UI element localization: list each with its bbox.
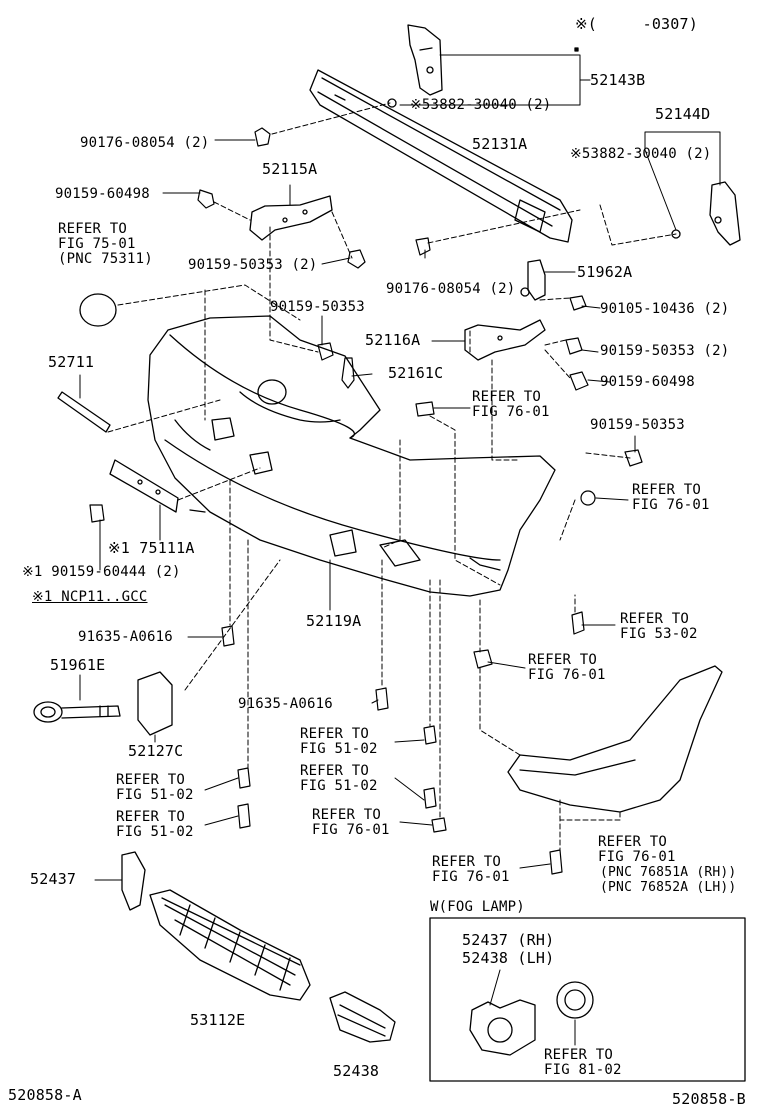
part-90159-50353-2a: 90159-50353 (2) xyxy=(188,257,318,273)
refer-76-01-f-line2: FIG 76-01 xyxy=(432,869,510,885)
refer-76-01-d-line1: REFER TO xyxy=(312,807,382,823)
refer-53-02-line2: FIG 53-02 xyxy=(620,626,698,642)
part-90159-50353-right: 90159-50353 xyxy=(590,417,685,433)
refer-76-01-c-line1: REFER TO xyxy=(528,652,598,668)
refer-51-02-b-line1: REFER TO xyxy=(300,763,370,779)
part-75111a: ※1 75111A xyxy=(108,539,195,557)
refer-53-02-line1: REFER TO xyxy=(620,611,690,627)
header-note: ※( -0307) xyxy=(575,15,698,33)
grille-53112e xyxy=(149,889,311,1001)
spoiler xyxy=(507,665,723,813)
part-52438: 52438 xyxy=(333,1062,380,1080)
part-52119a: 52119A xyxy=(306,612,362,630)
refer-51-02-a-line1: REFER TO xyxy=(300,726,370,742)
part-90159-60498-left: 90159-60498 xyxy=(55,186,150,202)
part-52144d: 52144D xyxy=(655,105,711,123)
refer-76-01-b-line1: REFER TO xyxy=(632,482,702,498)
part-51962a: 51962A xyxy=(577,263,633,281)
bumper-reinforcement xyxy=(309,69,573,243)
refer-76-01-f-line1: REFER TO xyxy=(432,854,502,870)
hardware xyxy=(89,127,643,875)
part-90105-10436: 90105-10436 (2) xyxy=(600,301,730,317)
part-91635-a: 91635-A0616 xyxy=(78,629,173,645)
part-52131a: 52131A xyxy=(472,135,528,153)
retainer-52115a xyxy=(249,195,333,241)
solid-leaders xyxy=(79,54,721,1046)
refer-81-02-line2: FIG 81-02 xyxy=(544,1062,622,1078)
refer-76-01-e-line1: REFER TO xyxy=(598,834,668,850)
refer-51-02-c-line2: FIG 51-02 xyxy=(116,787,194,803)
bracket-51962a xyxy=(520,259,546,301)
part-52143b: 52143B xyxy=(590,71,646,89)
refer-76-01-e-line2: FIG 76-01 xyxy=(598,849,676,865)
part-90159-50353-2b: 90159-50353 (2) xyxy=(600,343,730,359)
part-91635-b: 91635-A0616 xyxy=(238,696,333,712)
cover-52127c xyxy=(137,671,173,736)
tow-hook-51961e xyxy=(33,701,121,723)
bumper-cover xyxy=(147,315,556,597)
refer-76-01-e-line3: (PNC 76851A (RH)) xyxy=(600,865,737,880)
part-90159-60498-right: 90159-60498 xyxy=(600,374,695,390)
plate-bracket-75111a xyxy=(109,459,179,513)
figure-ref-right: 520858-B xyxy=(672,1090,746,1108)
fog-lamp-box xyxy=(429,917,746,1082)
refer-51-02-b-line2: FIG 51-02 xyxy=(300,778,378,794)
refer-81-02-line1: REFER TO xyxy=(544,1047,614,1063)
refer-75-01-line2: FIG 75-01 xyxy=(58,236,136,252)
refer-75-01-line1: REFER TO xyxy=(58,221,128,237)
refer-51-02-a-line2: FIG 51-02 xyxy=(300,741,378,757)
part-52127c: 52127C xyxy=(128,742,184,760)
refer-51-02-d-line1: REFER TO xyxy=(116,809,186,825)
leader-lines xyxy=(99,102,677,851)
part-53882-right: ※53882-30040 (2) xyxy=(570,146,712,162)
grille-52438 xyxy=(329,991,396,1043)
fog-lamp-title: W(FOG LAMP) xyxy=(430,899,525,915)
bracket-52143b xyxy=(387,24,443,108)
refer-51-02-d-line2: FIG 51-02 xyxy=(116,824,194,840)
part-53112e: 53112E xyxy=(190,1011,246,1029)
refer-76-01-e-line4: (PNC 76852A (LH)) xyxy=(600,880,737,895)
part-90159-60444: ※1 90159-60444 (2) xyxy=(22,564,181,580)
fog-part-lh: 52438 (LH) xyxy=(462,949,555,967)
bracket-52437 xyxy=(121,851,146,911)
refer-76-01-d-line2: FIG 76-01 xyxy=(312,822,390,838)
refer-76-01-c-line2: FIG 76-01 xyxy=(528,667,606,683)
cap-75311 xyxy=(79,293,117,327)
refer-51-02-c-line1: REFER TO xyxy=(116,772,186,788)
figure-ref-left: 520858-A xyxy=(8,1086,82,1104)
part-90159-50353-mid: 90159-50353 xyxy=(270,299,365,315)
bracket-52144d xyxy=(671,181,741,246)
retainer-52116a xyxy=(464,319,546,361)
part-52116a: 52116A xyxy=(365,331,421,349)
part-51961e: 51961E xyxy=(50,656,106,674)
part-52115a: 52115A xyxy=(262,160,318,178)
refer-76-01-a-line1: REFER TO xyxy=(472,389,542,405)
moulding-52711 xyxy=(57,391,111,433)
part-52711: 52711 xyxy=(48,353,95,371)
part-52161c: 52161C xyxy=(388,364,444,382)
part-52437: 52437 xyxy=(30,870,77,888)
refer-76-01-a-line2: FIG 76-01 xyxy=(472,404,550,420)
refer-76-01-b-line2: FIG 76-01 xyxy=(632,497,710,513)
fog-part-rh: 52437 (RH) xyxy=(462,931,555,949)
refer-75-01-line3: (PNC 75311) xyxy=(58,251,153,267)
part-53882-top: ※53882-30040 (2) xyxy=(410,97,552,113)
part-90176-top: 90176-08054 (2) xyxy=(80,135,210,151)
ncp-note: ※1 NCP11..GCC xyxy=(32,589,148,605)
part-90176-mid: 90176-08054 (2) xyxy=(386,281,516,297)
